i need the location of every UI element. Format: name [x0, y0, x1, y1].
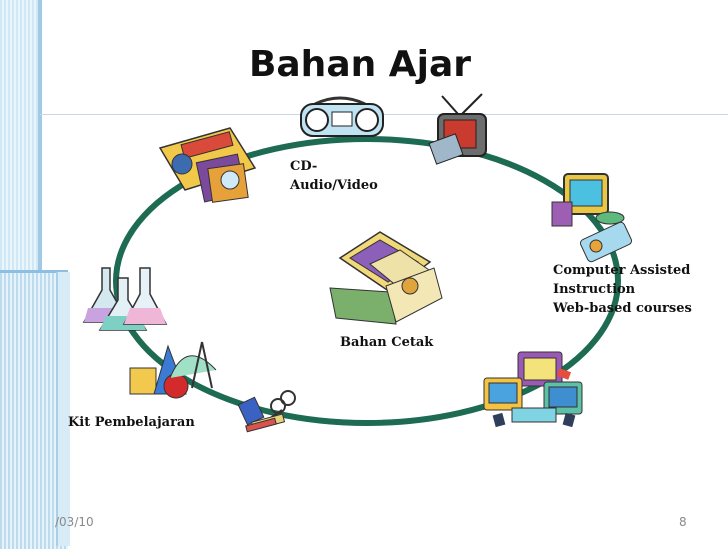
books-icon	[329, 231, 443, 325]
slide-title: Bahan Ajar	[248, 44, 472, 85]
media-player-icon	[158, 127, 257, 203]
cycle-ring	[113, 136, 621, 426]
label-bahan-cetak: Bahan Cetak	[340, 335, 434, 350]
label-cai-line2: Instruction	[553, 282, 636, 297]
label-computer-assisted: Computer Assisted Instruction Web-based …	[553, 261, 692, 318]
label-cai-line1: Computer Assisted	[553, 263, 691, 278]
lower-panel-edge	[56, 272, 70, 546]
computer-lab-icon	[483, 351, 583, 428]
computer-icon	[551, 173, 633, 263]
title-divider	[40, 114, 728, 115]
television-icon	[428, 93, 487, 165]
page-number: 8	[679, 515, 687, 529]
label-cd-audio-video: CD- Audio/Video	[290, 157, 378, 195]
boombox-icon	[300, 96, 384, 137]
label-kit-pembelajaran: Kit Pembelajaran	[68, 415, 195, 430]
label-cd-line1: CD-	[290, 159, 318, 174]
label-cd-line2: Audio/Video	[290, 178, 378, 193]
footer-date: /03/10	[55, 515, 94, 529]
lab-flasks-icon	[82, 267, 168, 331]
school-supplies-icon	[237, 390, 296, 433]
label-cai-line3: Web-based courses	[553, 301, 692, 316]
geometry-shapes-icon	[129, 341, 217, 399]
